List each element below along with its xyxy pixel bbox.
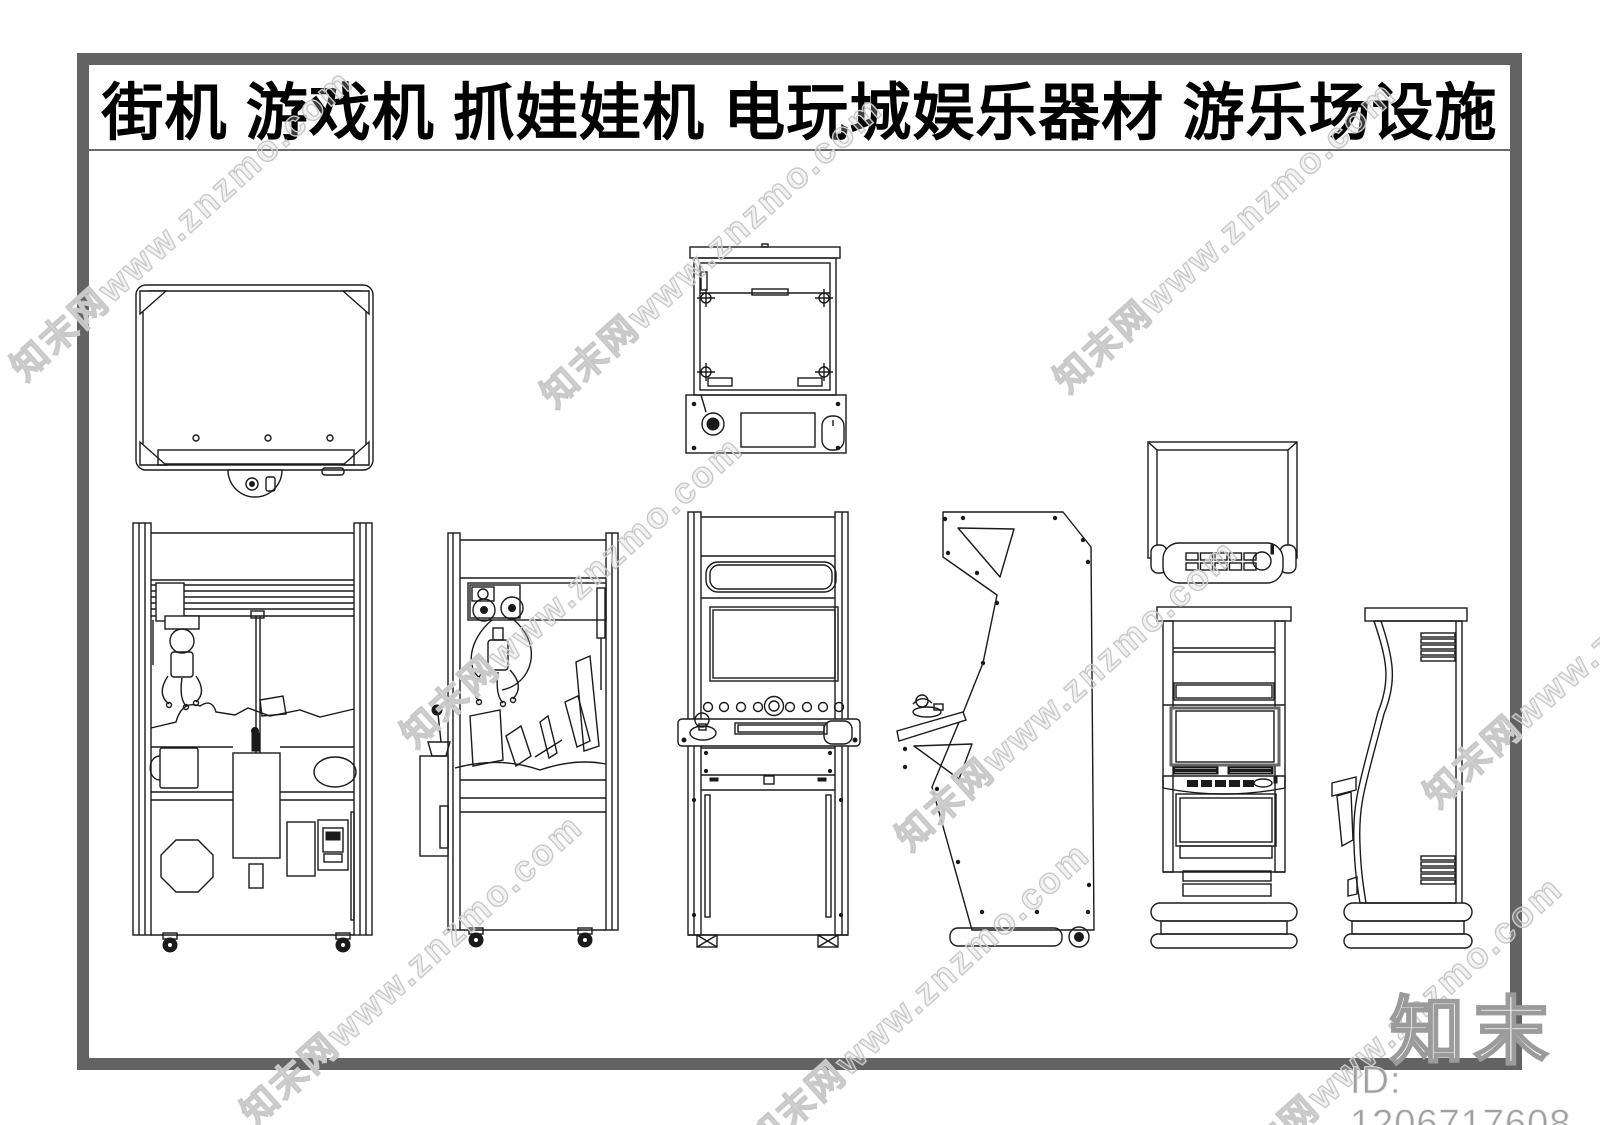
monitor-top-unit	[1147, 441, 1298, 584]
claw-machine-side-view	[419, 532, 619, 948]
game-cabinet-side-view	[1331, 607, 1473, 949]
asset-id-text: ID: 1206717608	[1350, 1060, 1572, 1125]
cabinet-top-view	[685, 243, 847, 454]
arcade-cabinet-front-view	[677, 511, 861, 948]
arcade-cabinet-side-view	[896, 511, 1095, 948]
claw-machine-front-view	[132, 522, 373, 953]
claw-machine-top-view	[135, 284, 374, 498]
sheet-title: 街机 游戏机 抓娃娃机 电玩城娱乐器材 游乐场设施	[89, 65, 1510, 151]
game-cabinet-front-view	[1150, 606, 1298, 949]
znzmo-logo: 知末	[1389, 989, 1558, 1075]
